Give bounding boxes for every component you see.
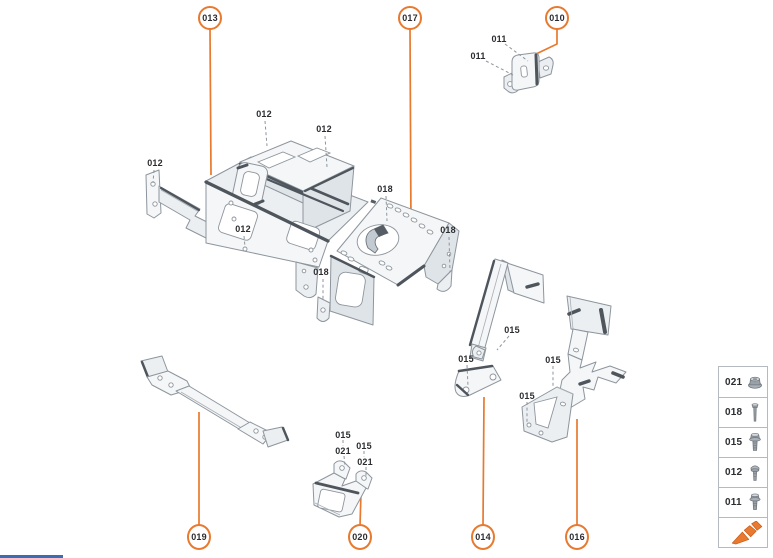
part-label-015: 015 — [335, 430, 351, 440]
legend-row-015[interactable]: 015 — [719, 427, 767, 457]
callout-017[interactable]: 017 — [398, 6, 422, 30]
legend-row-021[interactable]: 021 — [719, 367, 767, 397]
fastener-legend-table: 021 018 015 — [718, 366, 768, 548]
callout-014[interactable]: 014 — [471, 524, 495, 550]
legend-row-012[interactable]: 012 — [719, 457, 767, 487]
part-label-015: 015 — [458, 354, 474, 364]
part-label-011: 011 — [470, 51, 486, 61]
part-label-021: 021 — [335, 446, 351, 456]
part-label-012: 012 — [316, 124, 332, 134]
orange-direction-arrow-icon — [731, 520, 763, 544]
plate-holes — [340, 203, 434, 275]
part-label-018: 018 — [377, 184, 393, 194]
callout-leader-lines — [198, 27, 578, 527]
callout-010[interactable]: 010 — [545, 6, 569, 30]
pan-head-screw-icon — [750, 464, 760, 481]
part-label-015: 015 — [504, 325, 520, 335]
part-017-plate-drawing — [316, 197, 460, 326]
legend-row-018[interactable]: 018 — [719, 397, 767, 427]
legend-row-direction[interactable] — [719, 517, 767, 547]
part-014-support-drawing — [454, 258, 545, 397]
part-label-015: 015 — [356, 441, 372, 451]
part-label-015: 015 — [519, 391, 535, 401]
part-013-bracket-drawing — [145, 140, 369, 299]
part-label-018: 018 — [313, 267, 329, 277]
legend-label: 021 — [725, 376, 743, 388]
callout-013[interactable]: 013 — [198, 6, 222, 30]
part-label-012: 012 — [235, 224, 251, 234]
legend-label: 011 — [725, 497, 742, 508]
flange-nut-icon — [748, 376, 762, 389]
part-label-021: 021 — [357, 457, 373, 467]
callout-019[interactable]: 019 — [187, 524, 211, 550]
part-label-012: 012 — [256, 109, 272, 119]
callout-020[interactable]: 020 — [348, 524, 372, 550]
part-label-015: 015 — [545, 355, 561, 365]
callout-016[interactable]: 016 — [565, 524, 589, 550]
part-019-strap-drawing — [140, 355, 290, 448]
long-screw-icon — [751, 402, 759, 422]
bottom-edge-mark — [0, 555, 63, 558]
part-label-011: 011 — [491, 34, 507, 44]
flange-bolt-icon — [749, 432, 761, 451]
part-label-018: 018 — [440, 225, 456, 235]
part-016-side-bracket-drawing — [521, 295, 627, 443]
legend-label: 012 — [725, 467, 743, 478]
legend-label: 018 — [725, 407, 743, 418]
legend-row-011[interactable]: 011 — [719, 487, 767, 517]
part-label-leader-lines — [152, 43, 554, 476]
part-020-bracket-drawing — [312, 460, 373, 518]
part-010-clamp-drawing — [503, 52, 554, 94]
part-label-012: 012 — [147, 158, 163, 168]
legend-label: 015 — [725, 437, 743, 448]
flange-bolt-icon — [749, 493, 761, 510]
